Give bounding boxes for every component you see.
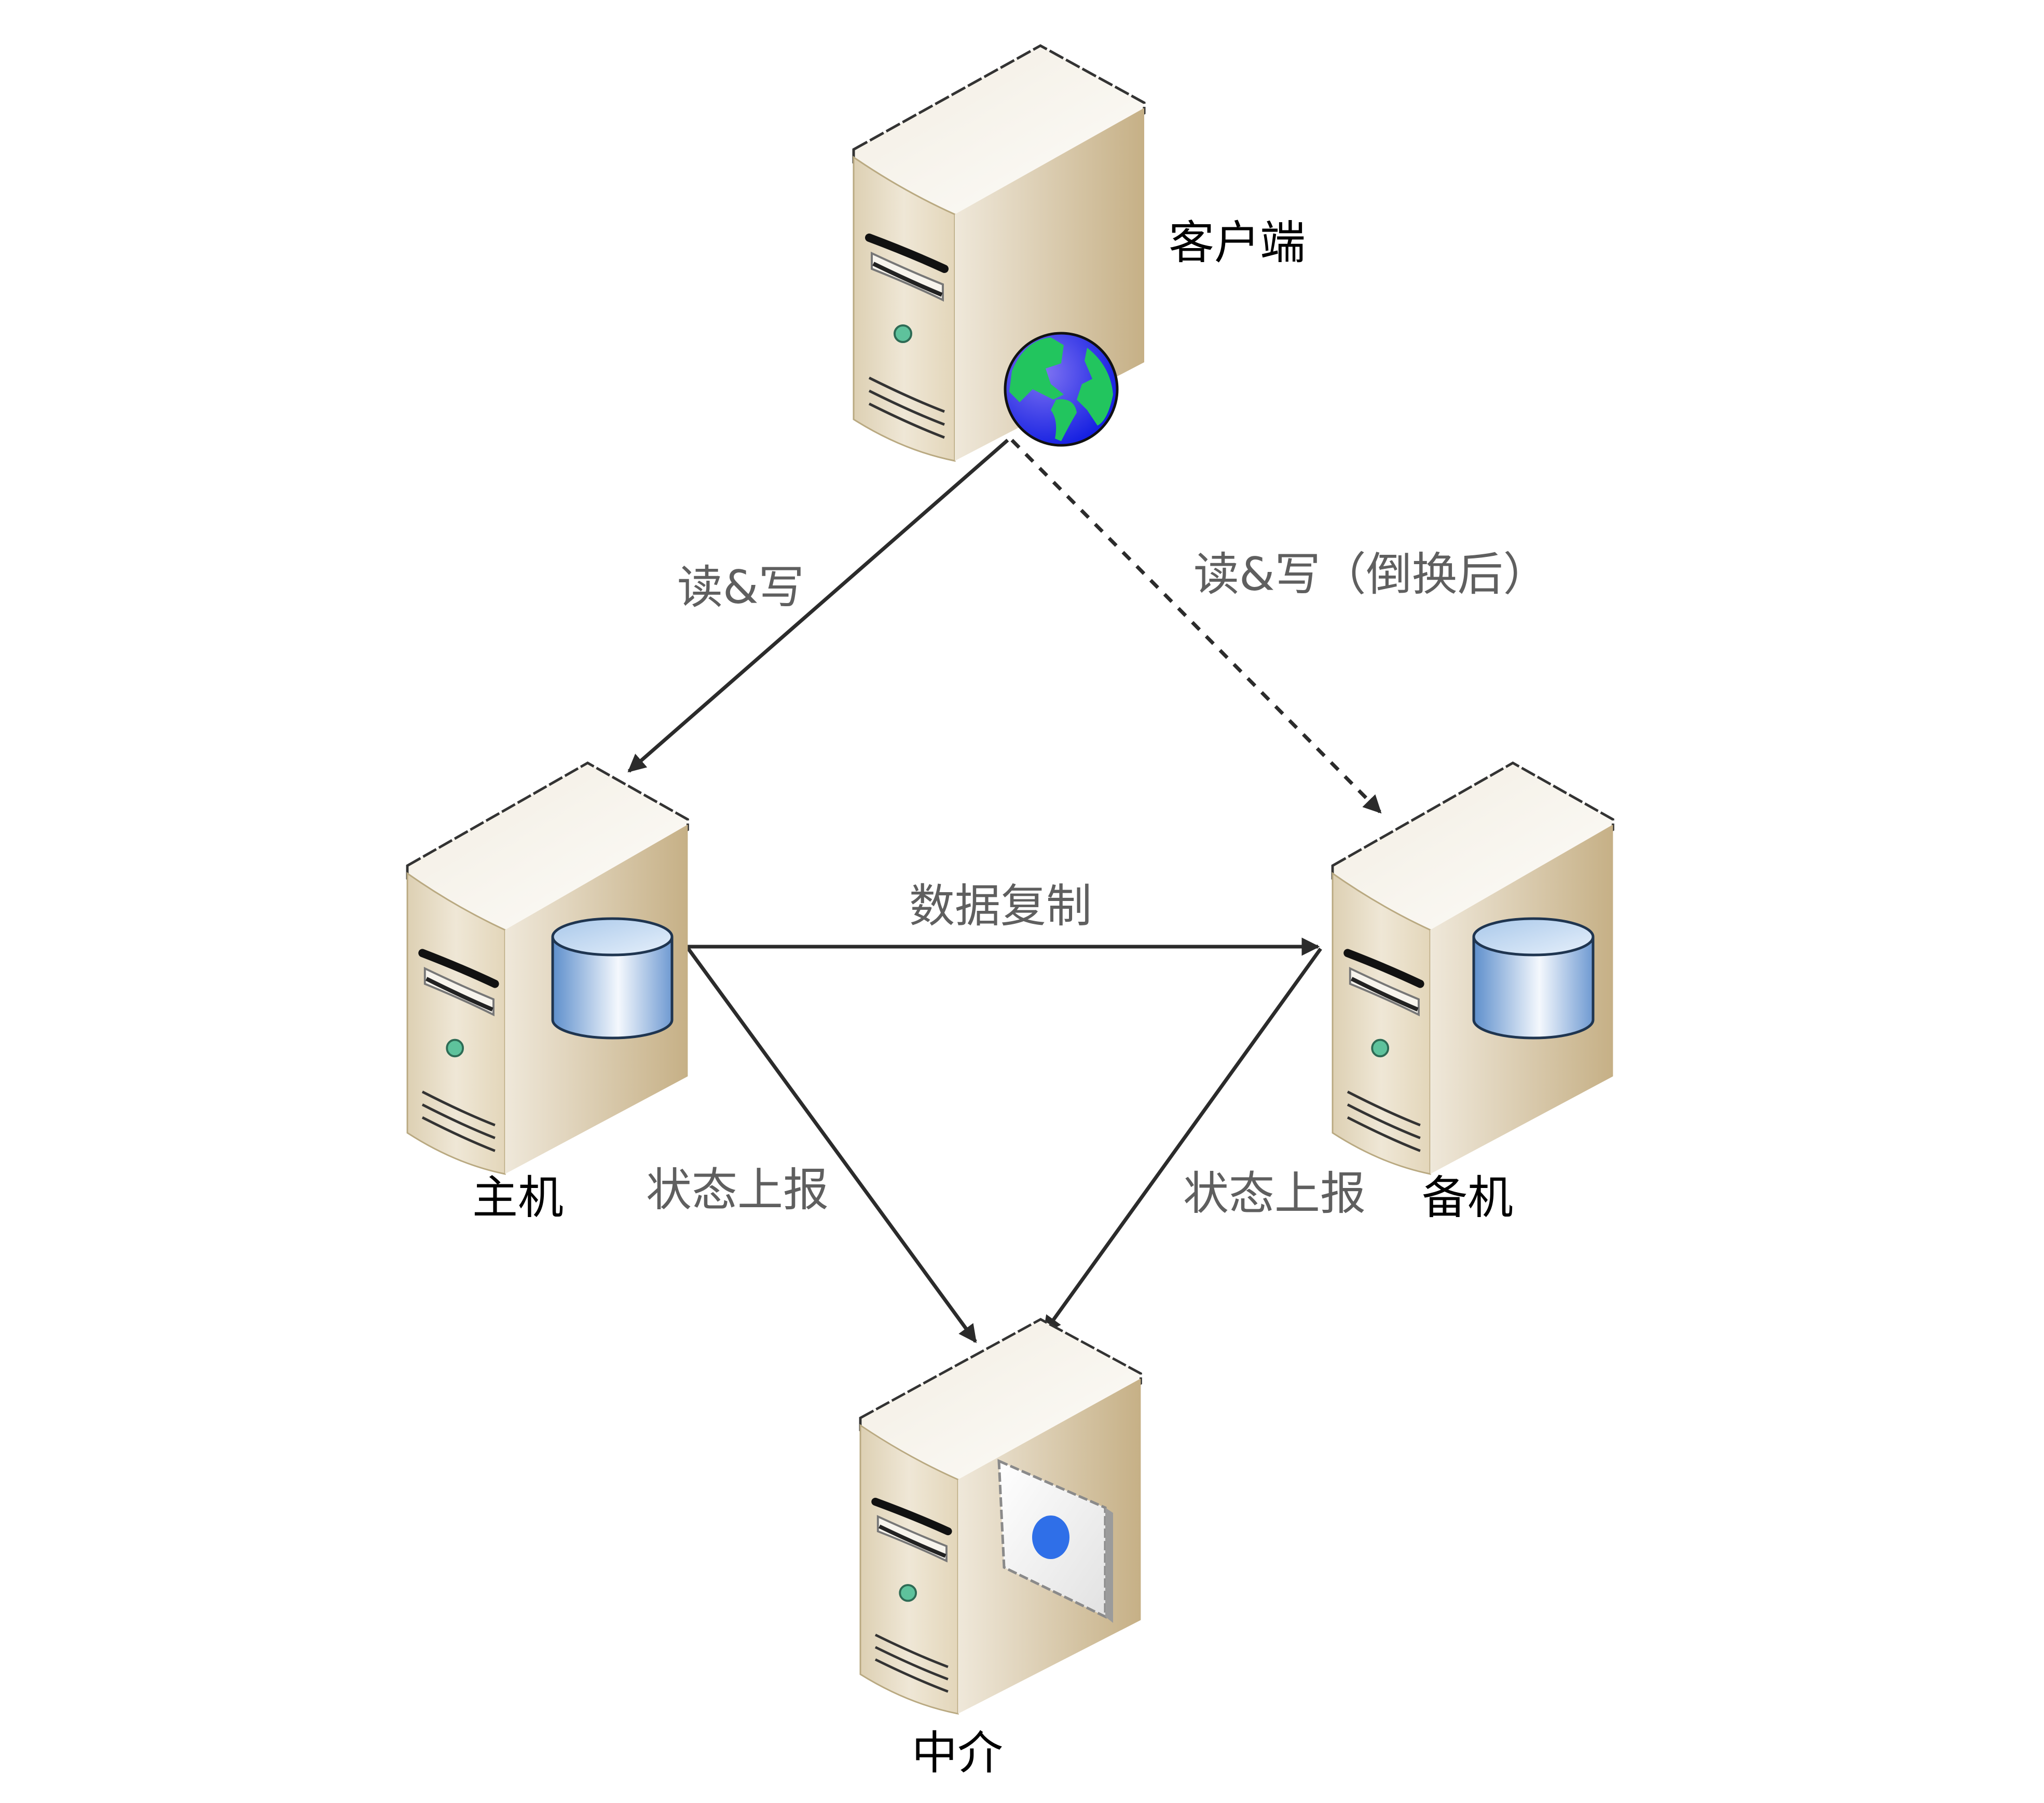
node-label-client: 客户端 — [1169, 216, 1306, 269]
edge-client-primary — [627, 439, 1009, 773]
node-mediator[interactable]: 中介 — [860, 1319, 1141, 1780]
globe-icon — [1004, 332, 1119, 447]
edge-backup-mediator — [1042, 947, 1322, 1334]
edge-label-primary-mediator: 状态上报 — [646, 1163, 829, 1217]
node-label-backup: 备机 — [1422, 1171, 1513, 1224]
database-icon — [553, 919, 672, 1038]
node-label-mediator: 中介 — [912, 1726, 1003, 1780]
node-label-primary: 主机 — [472, 1171, 564, 1224]
edge-primary-mediator — [686, 946, 977, 1343]
node-primary[interactable]: 主机 — [407, 763, 688, 1224]
edge-label-primary-backup: 数据复制 — [909, 879, 1092, 933]
status-card-icon — [997, 1459, 1113, 1623]
database-icon — [1474, 919, 1593, 1038]
edge-label-client-primary: 读&写 — [677, 561, 804, 614]
edge-label-backup-mediator: 状态上报 — [1183, 1167, 1366, 1220]
edges — [627, 439, 1382, 1343]
node-backup[interactable]: 备机 — [1333, 763, 1613, 1224]
edge-label-client-backup: 读&写（倒换后） — [1194, 548, 1549, 601]
node-client[interactable]: 客户端 — [854, 46, 1306, 461]
edge-client-backup — [1010, 439, 1382, 814]
